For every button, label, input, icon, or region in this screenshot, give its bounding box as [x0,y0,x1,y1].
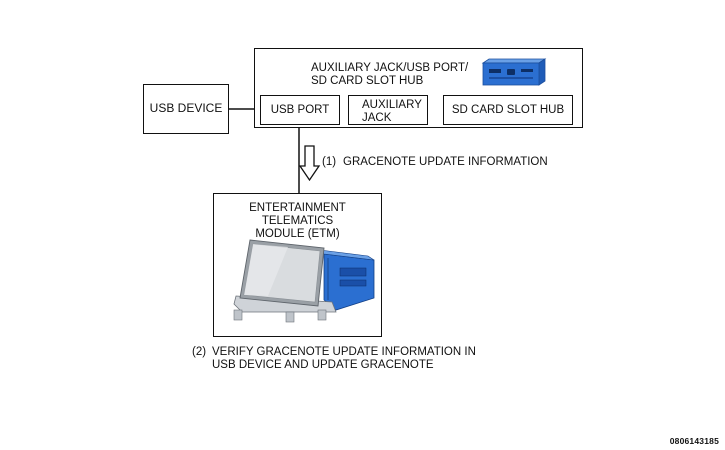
hub-title: AUXILIARY JACK/USB PORT/ SD CARD SLOT HU… [311,62,469,87]
usb-port-box: USB PORT [260,95,340,125]
sd-card-slot-hub-box: SD CARD SLOT HUB [443,95,573,125]
usb-device-box: USB DEVICE [143,84,229,134]
step-1-text: GRACENOTE UPDATE INFORMATION [343,156,548,168]
gracenote-update-arrow [298,145,321,182]
etm-box: ENTERTAINMENT TELEMATICS MODULE (ETM) [213,193,382,337]
step-2-text: VERIFY GRACENOTE UPDATE INFORMATION IN U… [212,346,476,371]
etm-module-image [233,239,375,323]
step-1-number: (1) [322,156,337,168]
sd-card-slot-hub-label: SD CARD SLOT HUB [451,104,565,116]
hub-module-image [481,58,547,86]
usb-device-label: USB DEVICE [149,101,223,115]
auxiliary-jack-box: AUXILIARY JACK [348,95,428,125]
etm-title: ENTERTAINMENT TELEMATICS MODULE (ETM) [249,202,346,240]
document-number: 0806143185 [669,436,719,446]
step-2-number: (2) [192,346,207,358]
usb-port-label: USB PORT [270,104,330,116]
auxiliary-jack-label: AUXILIARY JACK [362,99,422,124]
hub-box: AUXILIARY JACK/USB PORT/ SD CARD SLOT HU… [254,48,583,128]
